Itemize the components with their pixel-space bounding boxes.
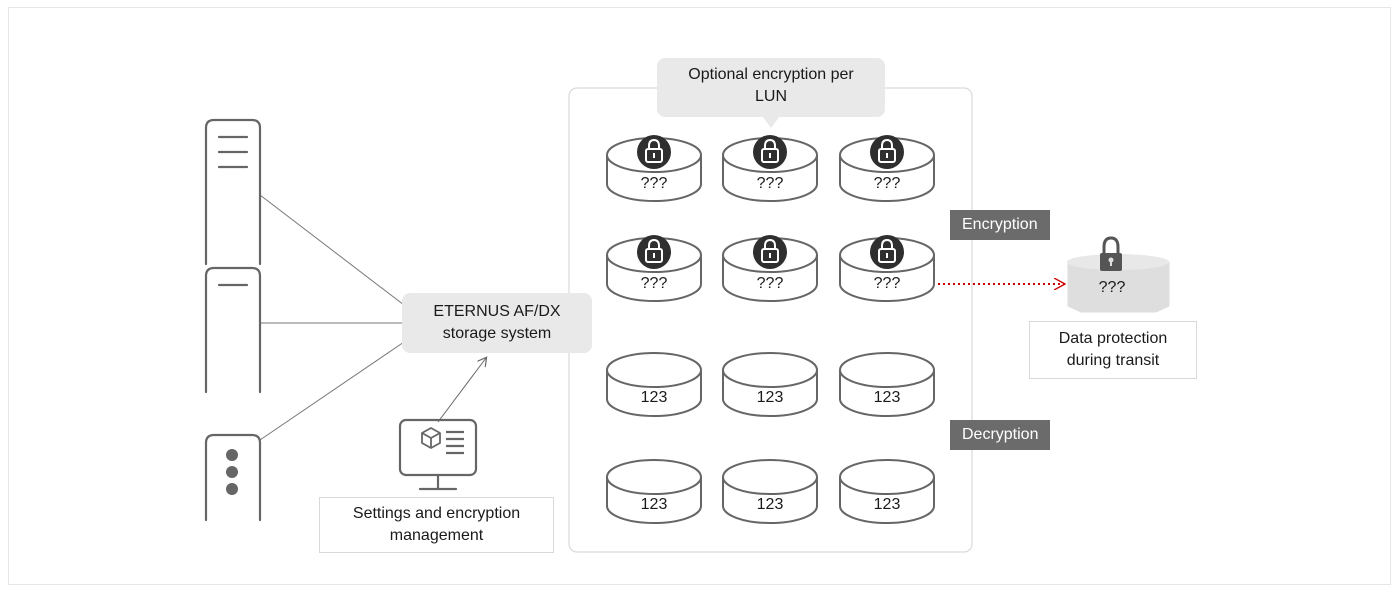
disk-icon: ??? <box>722 235 818 302</box>
disk-icon: 123 <box>722 459 818 524</box>
lock-icon <box>870 235 904 269</box>
storage-system-label: ETERNUS AF/DX storage system <box>433 303 561 342</box>
disk-grid: ?????????????????? 123 123 123 123 123 123 <box>606 135 935 524</box>
disk-label: ??? <box>874 275 901 292</box>
decryption-tag: Decryption <box>950 420 1051 450</box>
lock-icon <box>1100 236 1122 271</box>
server-icon <box>204 118 262 266</box>
server-3-connection <box>259 341 405 441</box>
disk-label: 123 <box>757 389 784 406</box>
disk-icon: ??? <box>722 135 818 202</box>
lock-icon <box>637 235 671 269</box>
disk-icon: ??? <box>839 235 935 302</box>
disk-icon: 123 <box>722 352 818 417</box>
disk-label: 123 <box>874 496 901 513</box>
disk-label: 123 <box>641 389 668 406</box>
server-icon <box>204 266 262 394</box>
storage-system-callout: ETERNUS AF/DX storage system <box>402 293 592 353</box>
diagram-frame <box>8 7 1391 585</box>
disk-icon: 123 <box>839 459 935 524</box>
callout-pointer <box>762 116 780 128</box>
disk-label: ??? <box>641 275 668 292</box>
disk-icon: ??? <box>606 235 702 302</box>
lock-icon <box>753 235 787 269</box>
disk-label: ??? <box>874 175 901 192</box>
disk-label: ??? <box>641 175 668 192</box>
computer-icon <box>398 418 478 491</box>
disk-label: 123 <box>641 496 668 513</box>
transit-disk-label: ??? <box>1099 279 1126 296</box>
server-1-connection <box>259 194 405 306</box>
lock-icon <box>753 135 787 169</box>
disk-label: 123 <box>874 389 901 406</box>
disk-icon: ??? <box>839 135 935 202</box>
data-protection-callout: Data protection during transit <box>1029 321 1197 379</box>
lock-icon <box>870 135 904 169</box>
disk-label: 123 <box>757 496 784 513</box>
disk-label: ??? <box>757 175 784 192</box>
lock-icon <box>637 135 671 169</box>
disk-icon: 123 <box>839 352 935 417</box>
encryption-tag: Encryption <box>950 210 1050 240</box>
management-arrow <box>437 358 486 423</box>
optional-encryption-callout: Optional encryption per LUN <box>657 58 885 117</box>
disk-icon: 123 <box>606 352 702 417</box>
disk-icon: 123 <box>606 459 702 524</box>
settings-label: Settings and encryption management <box>352 505 521 544</box>
server-icon <box>204 433 262 522</box>
settings-callout: Settings and encryption management <box>319 497 554 553</box>
disk-icon: ??? <box>606 135 702 202</box>
data-protection-label: Data protection during transit <box>1058 330 1168 369</box>
transit-disk-icon <box>1067 254 1170 313</box>
disk-label: ??? <box>757 275 784 292</box>
optional-encryption-label: Optional encryption per LUN <box>688 66 854 105</box>
